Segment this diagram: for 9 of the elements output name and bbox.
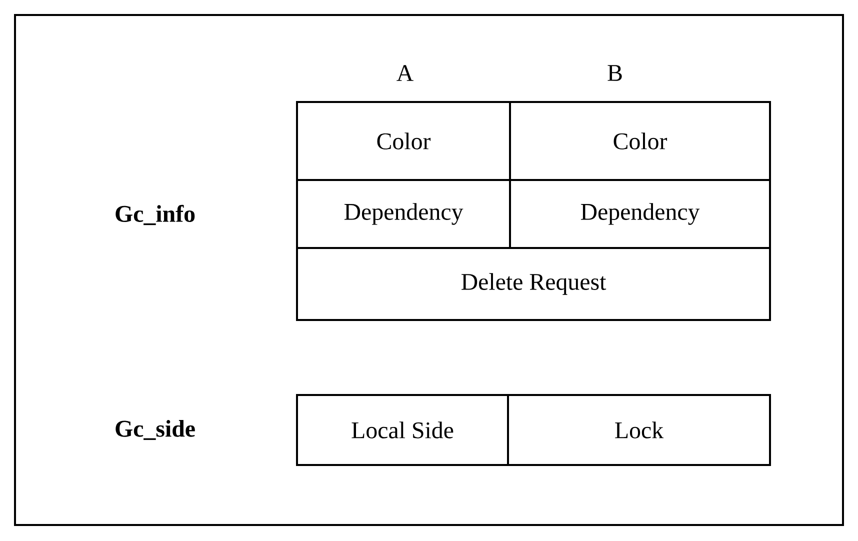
row-label: Gc_info (116, 204, 195, 226)
table-cell: Local Side (296, 394, 509, 466)
table-cell: Dependency (296, 179, 511, 249)
row-label: Gc_side (116, 420, 195, 440)
table-cell: Dependency (509, 179, 771, 249)
table-cell: Color (296, 101, 511, 181)
table-cell: Color (509, 101, 771, 181)
table-cell: Lock (507, 394, 771, 466)
table-cell: Delete Request (296, 247, 771, 321)
